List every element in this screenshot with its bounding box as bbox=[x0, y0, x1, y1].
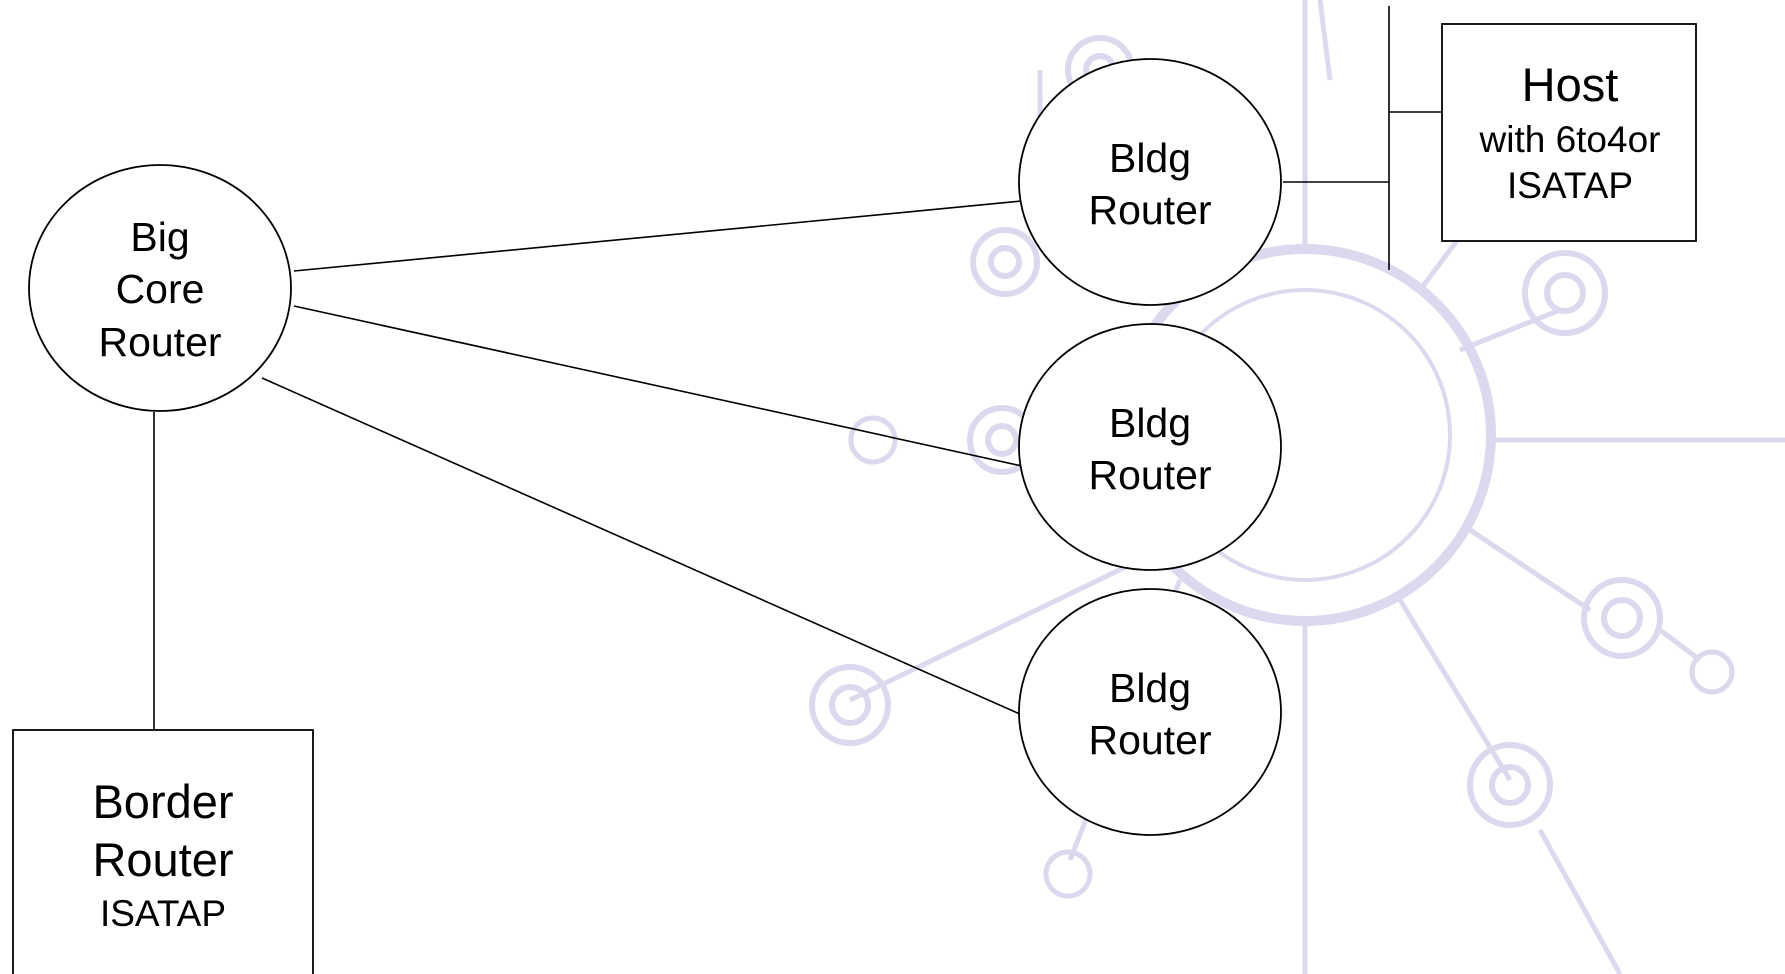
bldg-router-node-1: Bldg Router bbox=[1018, 58, 1282, 306]
links bbox=[153, 6, 1442, 730]
link-core-bldg3 bbox=[261, 377, 1023, 716]
link-core-bldg1 bbox=[293, 200, 1023, 272]
border-router-node: Border Router ISATAP bbox=[12, 729, 314, 974]
bldg-router-1-label-line-2: Router bbox=[1088, 187, 1211, 233]
bldg-router-3-label-line-2: Router bbox=[1088, 717, 1211, 763]
bldg-router-node-2: Bldg Router bbox=[1018, 323, 1282, 571]
core-router-label-line-1: Big bbox=[130, 214, 189, 260]
bldg-router-1-label-line-1: Bldg bbox=[1109, 135, 1191, 181]
core-router-label-line-3: Router bbox=[98, 319, 221, 365]
host-node: Host with 6to4or ISATAP bbox=[1441, 23, 1697, 242]
link-core-bldg2 bbox=[293, 305, 1023, 467]
host-subtitle-line-1: with 6to4or bbox=[1479, 119, 1661, 160]
host-title: Host bbox=[1522, 58, 1619, 111]
bldg-router-2-label-line-1: Bldg bbox=[1109, 400, 1191, 446]
border-router-sub-label: ISATAP bbox=[100, 893, 226, 934]
host-subtitle-line-2: ISATAP bbox=[1507, 165, 1633, 206]
border-router-label-line-1: Border bbox=[92, 775, 233, 828]
big-core-router-node: Big Core Router bbox=[28, 164, 292, 412]
bldg-router-2-label-line-2: Router bbox=[1088, 452, 1211, 498]
bldg-router-3-label-line-1: Bldg bbox=[1109, 665, 1191, 711]
core-router-label-line-2: Core bbox=[116, 266, 205, 312]
border-router-label-line-2: Router bbox=[92, 833, 233, 886]
bldg-router-node-3: Bldg Router bbox=[1018, 588, 1282, 836]
